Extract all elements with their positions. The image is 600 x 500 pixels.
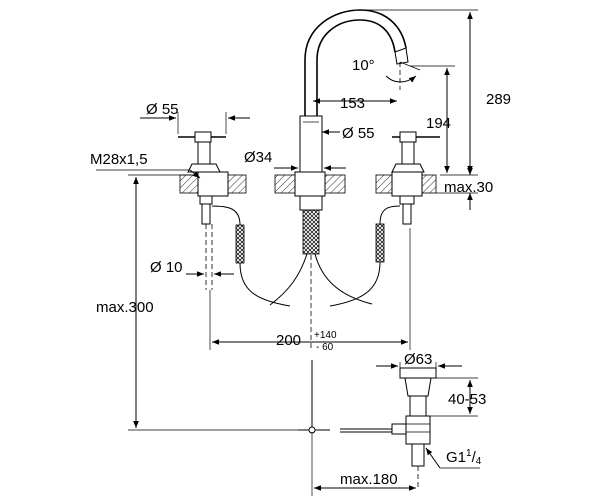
spout-base-diameter-label: Ø34 <box>244 149 272 166</box>
overall-height-label: 289 <box>486 91 511 108</box>
pop-up-drain <box>298 360 437 490</box>
spout-reach-label: 153 <box>340 95 365 112</box>
center-spout <box>269 9 409 350</box>
spread-tolerance-plus: +140 <box>314 330 337 341</box>
right-handle-valve <box>329 131 440 307</box>
left-handle-diameter-label: Ø 55 <box>146 101 179 118</box>
max-drain-distance-label: max.180 <box>340 471 398 488</box>
spout-angle-label: 10° <box>352 57 375 74</box>
drain-thread-label: G11/4 <box>446 448 482 467</box>
spout-body-diameter-label: Ø 55 <box>342 125 375 142</box>
left-handle-valve <box>178 131 291 307</box>
countertop-deck <box>179 171 437 197</box>
spread-tolerance-minus: - 60 <box>316 342 334 353</box>
handle-spread-label: 200 <box>276 332 301 349</box>
drain-flange-diameter-label: Ø63 <box>404 351 432 368</box>
supply-diameter-label: Ø 10 <box>150 259 183 276</box>
max-supply-length-label: max.300 <box>96 299 154 316</box>
dimension-lines <box>96 9 480 496</box>
deck-thickness-label: max.30 <box>444 179 493 196</box>
thread-size-label: M28x1,5 <box>90 151 148 168</box>
spout-outlet-height-label: 194 <box>426 115 451 132</box>
drain-range-label: 40-53 <box>448 391 486 408</box>
